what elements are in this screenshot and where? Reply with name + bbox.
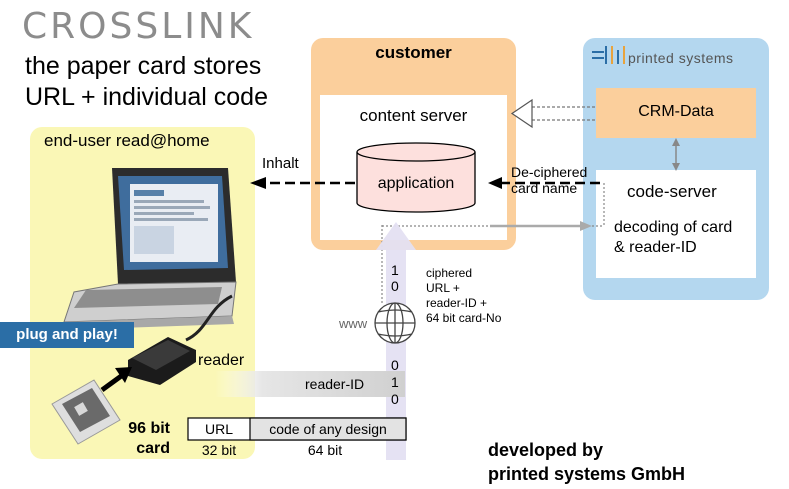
brand-title: CROSSLINK (22, 6, 255, 47)
deciphered-label-2: card name (511, 180, 578, 196)
printed-systems-logo-icon (592, 46, 625, 64)
ciphered-label-1: ciphered (426, 266, 473, 280)
application-database-icon (356, 142, 476, 213)
ciphered-label-2: URL + (426, 281, 460, 295)
card-reader-icon (128, 337, 196, 385)
tagline-line-1: the paper card stores (25, 52, 262, 80)
enduser-title: end-user read@home (44, 131, 210, 150)
card-label-1: 96 bit (128, 420, 170, 437)
card-to-reader-arrow (100, 367, 132, 393)
bit-bottom-2: 1 (391, 374, 399, 390)
bit-bottom-3: 0 (391, 391, 399, 407)
paper-card-icon (51, 379, 121, 445)
content-server-label: content server (359, 106, 468, 125)
inhalt-arrow (250, 177, 355, 189)
card-label-2: card (136, 440, 170, 457)
tagline-line-2: URL + individual code (25, 83, 268, 111)
reader-id-label: reader-ID (305, 376, 365, 392)
customer-title: customer (375, 43, 452, 62)
crm-data-box (596, 88, 756, 138)
usb-cable (185, 294, 233, 342)
application-label: application (377, 175, 455, 192)
printed-systems-logo-text: printed systems (628, 50, 734, 66)
internet-to-codeserver-path (381, 183, 605, 305)
crm-data-label: CRM-Data (638, 103, 714, 120)
code-table-code-bits: 64 bit (307, 442, 343, 458)
bit-top-2: 0 (391, 278, 399, 294)
reader-label: reader (198, 352, 245, 369)
reader-id-band (215, 371, 405, 397)
code-server-box (596, 170, 756, 278)
laptop-icon (62, 168, 237, 330)
deciphered-label-1: De-ciphered (511, 164, 588, 180)
crm-to-content-arrow (510, 98, 595, 129)
crm-codeserver-connector (672, 138, 680, 171)
decoding-label-2: & reader-ID (614, 239, 697, 256)
code-table-url-bits: 32 bit (201, 442, 237, 458)
globe-icon (374, 302, 416, 344)
decoding-label-1: decoding of card (614, 219, 733, 236)
inhalt-label: Inhalt (262, 155, 299, 172)
code-table-code: code of any design (269, 421, 387, 437)
www-label: www (339, 316, 368, 331)
ciphered-label-4: 64 bit card-No (426, 311, 502, 325)
code-table-url: URL (204, 421, 233, 437)
bit-bottom-1: 0 (391, 357, 399, 373)
footer-line-2: printed systems GmbH (488, 464, 686, 484)
bit-top-1: 1 (391, 262, 399, 278)
code-server-label: code-server (627, 182, 717, 201)
ciphered-label-3: reader-ID + (426, 296, 488, 310)
deciphered-arrow (488, 177, 600, 189)
footer-line-1: developed by (488, 440, 604, 460)
plug-and-play-badge: plug and play! (0, 322, 134, 348)
